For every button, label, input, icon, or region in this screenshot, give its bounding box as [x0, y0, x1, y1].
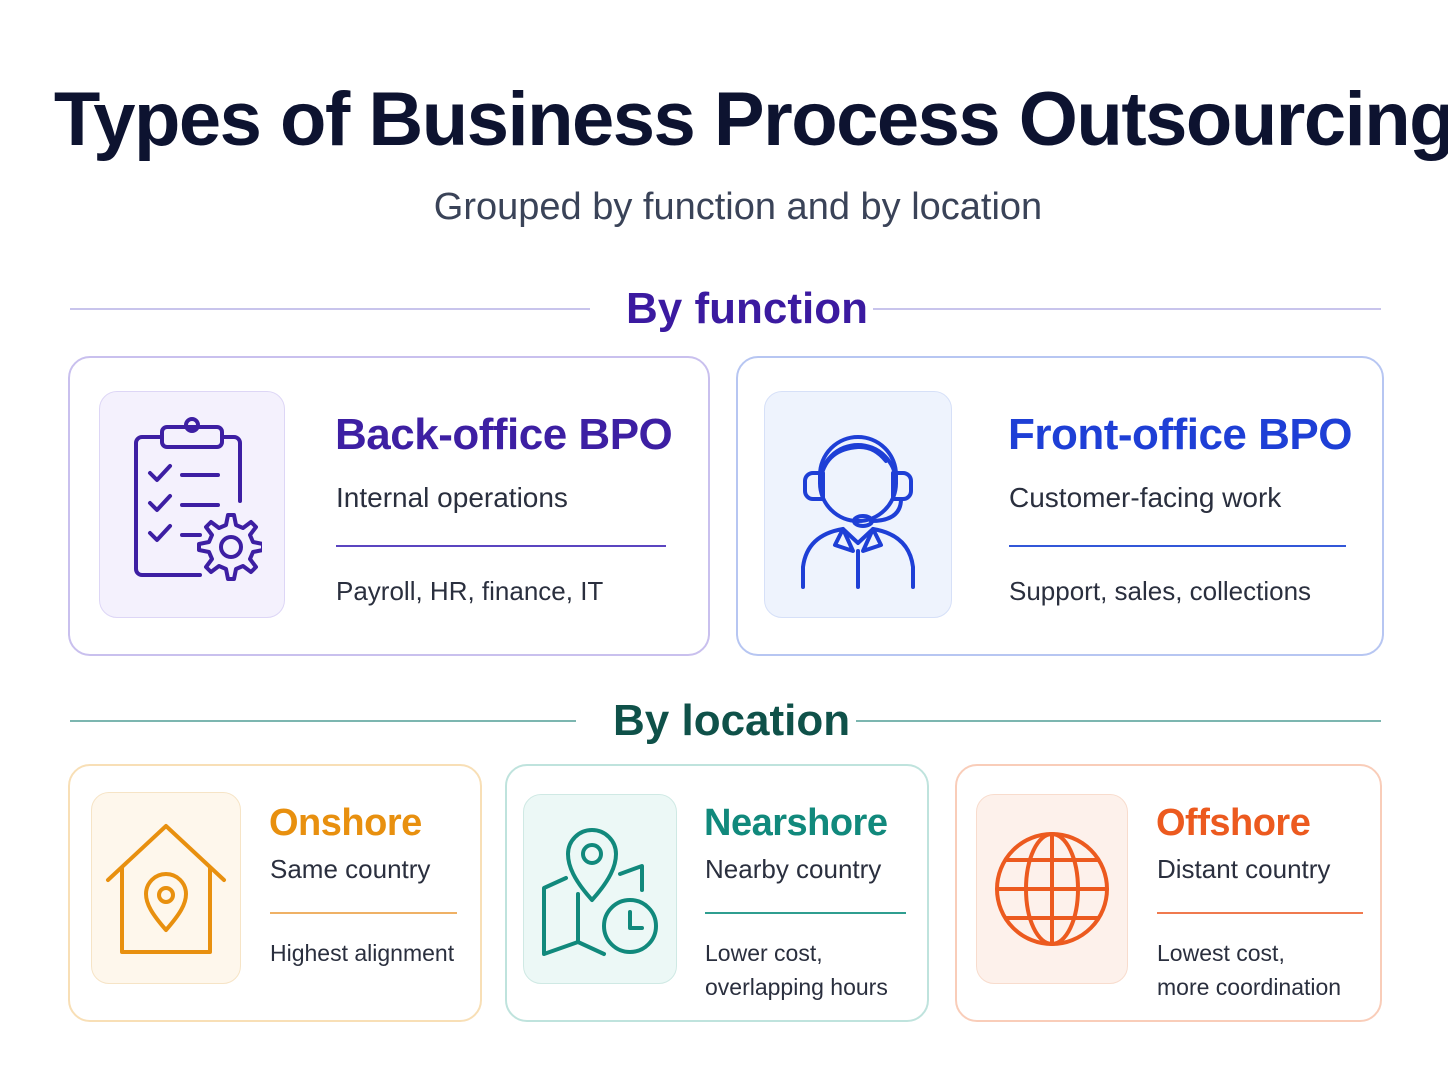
- divider: [70, 308, 590, 310]
- card-detail: Lowest cost, more coordination: [1157, 940, 1342, 1000]
- card-detail: Support, sales, collections: [1009, 576, 1312, 606]
- section-title-function: By function: [626, 284, 868, 333]
- card-subtitle: Internal operations: [336, 482, 568, 513]
- back-office-icon-box: [99, 391, 285, 618]
- function-section-heading: By function: [70, 284, 1381, 334]
- headset-agent-icon: [801, 434, 915, 589]
- card-title: Front-office BPO: [1008, 410, 1352, 459]
- card-title: Nearshore: [704, 802, 888, 844]
- onshore-card: Onshore Same country Highest alignment: [68, 764, 482, 1022]
- onshore-icon-box: [91, 792, 241, 984]
- card-divider: [1157, 912, 1363, 914]
- card-subtitle: Distant country: [1157, 854, 1331, 884]
- card-divider: [336, 545, 666, 547]
- back-office-card: Back-office BPO Internal operations Payr…: [68, 356, 710, 656]
- front-office-icon-box: [764, 391, 952, 618]
- card-subtitle: Same country: [270, 854, 431, 884]
- card-title: Onshore: [269, 802, 422, 844]
- page-subtitle: Grouped by function and by location: [433, 186, 1043, 228]
- offshore-icon-box: [976, 794, 1128, 984]
- card-subtitle: Customer-facing work: [1009, 482, 1282, 513]
- card-title: Back-office BPO: [335, 410, 673, 459]
- nearshore-icon-box: [523, 794, 677, 984]
- divider: [856, 720, 1381, 722]
- card-title: Offshore: [1156, 802, 1311, 844]
- location-section-heading: By location: [70, 696, 1381, 746]
- card-subtitle: Nearby country: [705, 854, 882, 884]
- card-divider: [270, 912, 457, 914]
- home-location-pin-icon: [106, 824, 226, 954]
- page-title: Types of Business Process Outsourcing: [53, 77, 1448, 162]
- card-detail: Highest alignment: [270, 940, 455, 966]
- section-title-location: By location: [613, 696, 851, 745]
- card-detail: Payroll, HR, finance, IT: [336, 576, 604, 606]
- card-detail: Lower cost, overlapping hours: [705, 940, 888, 1000]
- nearshore-card: Nearshore Nearby country Lower cost, ove…: [505, 764, 929, 1022]
- card-divider: [705, 912, 906, 914]
- divider: [873, 308, 1381, 310]
- clipboard-checklist-gear-icon: [134, 416, 262, 581]
- globe-icon: [995, 832, 1109, 946]
- map-pin-clock-icon: [542, 828, 658, 956]
- divider: [70, 720, 576, 722]
- offshore-card: Offshore Distant country Lowest cost, mo…: [955, 764, 1382, 1022]
- front-office-card: Front-office BPO Customer-facing work Su…: [736, 356, 1384, 656]
- card-divider: [1009, 545, 1346, 547]
